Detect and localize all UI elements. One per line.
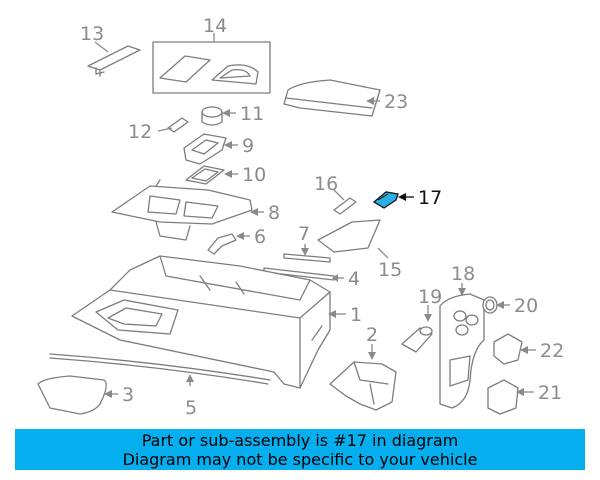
- part-9-bezel[interactable]: [183, 133, 227, 165]
- callout-16: 16: [314, 173, 338, 195]
- part-14-tray[interactable]: [152, 41, 271, 94]
- callout-21: 21: [538, 382, 562, 404]
- info-banner: Part or sub-assembly is #17 in diagram D…: [15, 429, 585, 470]
- callout-5: 5: [185, 397, 197, 419]
- callout-1: 1: [350, 304, 362, 326]
- part-21-socket[interactable]: [487, 379, 519, 415]
- part-23-armrest-lid[interactable]: [283, 79, 381, 117]
- part-3-mat[interactable]: [37, 375, 107, 415]
- callout-17-highlighted: 17: [418, 187, 442, 209]
- part-14-frame: [152, 41, 271, 94]
- part-6-clip[interactable]: [207, 233, 237, 255]
- part-15-panel[interactable]: [317, 219, 381, 253]
- callout-13: 13: [80, 23, 104, 45]
- part-11-knob[interactable]: [201, 106, 223, 126]
- callout-9: 9: [242, 135, 254, 157]
- callout-10: 10: [242, 164, 266, 186]
- callout-2: 2: [366, 324, 378, 346]
- banner-line-1: Part or sub-assembly is #17 in diagram: [141, 430, 459, 450]
- part-14-mat-left: [159, 55, 211, 83]
- part-7-strip[interactable]: [283, 253, 331, 263]
- part-20-ring[interactable]: [482, 296, 498, 314]
- callout-8: 8: [268, 202, 280, 224]
- callout-numbers: 13 14 23 11 12 9 10 16 17 8 7 6 15 4 18 …: [80, 15, 564, 419]
- callout-19: 19: [418, 286, 442, 308]
- part-5-strip[interactable]: [49, 353, 271, 385]
- part-17-highlighted[interactable]: [372, 191, 399, 209]
- callout-6: 6: [254, 226, 266, 248]
- callout-11: 11: [240, 103, 264, 125]
- part-2-bracket[interactable]: [329, 361, 397, 411]
- part-8-console-panel[interactable]: [111, 179, 253, 241]
- part-12-clip[interactable]: [167, 117, 189, 133]
- part-18-rear-panel[interactable]: [439, 293, 485, 409]
- leader-lines: [94, 33, 536, 398]
- callout-23: 23: [384, 91, 408, 113]
- part-16-clip[interactable]: [333, 197, 357, 215]
- callout-14: 14: [203, 15, 227, 37]
- callout-18: 18: [451, 263, 475, 285]
- callout-7: 7: [298, 223, 310, 245]
- callout-12: 12: [128, 121, 152, 143]
- part-10-plate[interactable]: [185, 165, 225, 185]
- callout-20: 20: [514, 295, 538, 317]
- banner-line-2: Diagram may not be specific to your vehi…: [122, 449, 478, 469]
- part-1-console-body[interactable]: [71, 255, 331, 389]
- part-14-mat-right: [211, 64, 259, 85]
- callout-4: 4: [348, 268, 360, 290]
- callout-15: 15: [378, 259, 402, 281]
- part-22-switch[interactable]: [493, 333, 523, 365]
- callout-22: 22: [540, 340, 564, 362]
- callout-3: 3: [122, 384, 134, 406]
- part-13-bracket[interactable]: [87, 45, 141, 77]
- part-19-plug[interactable]: [401, 326, 433, 353]
